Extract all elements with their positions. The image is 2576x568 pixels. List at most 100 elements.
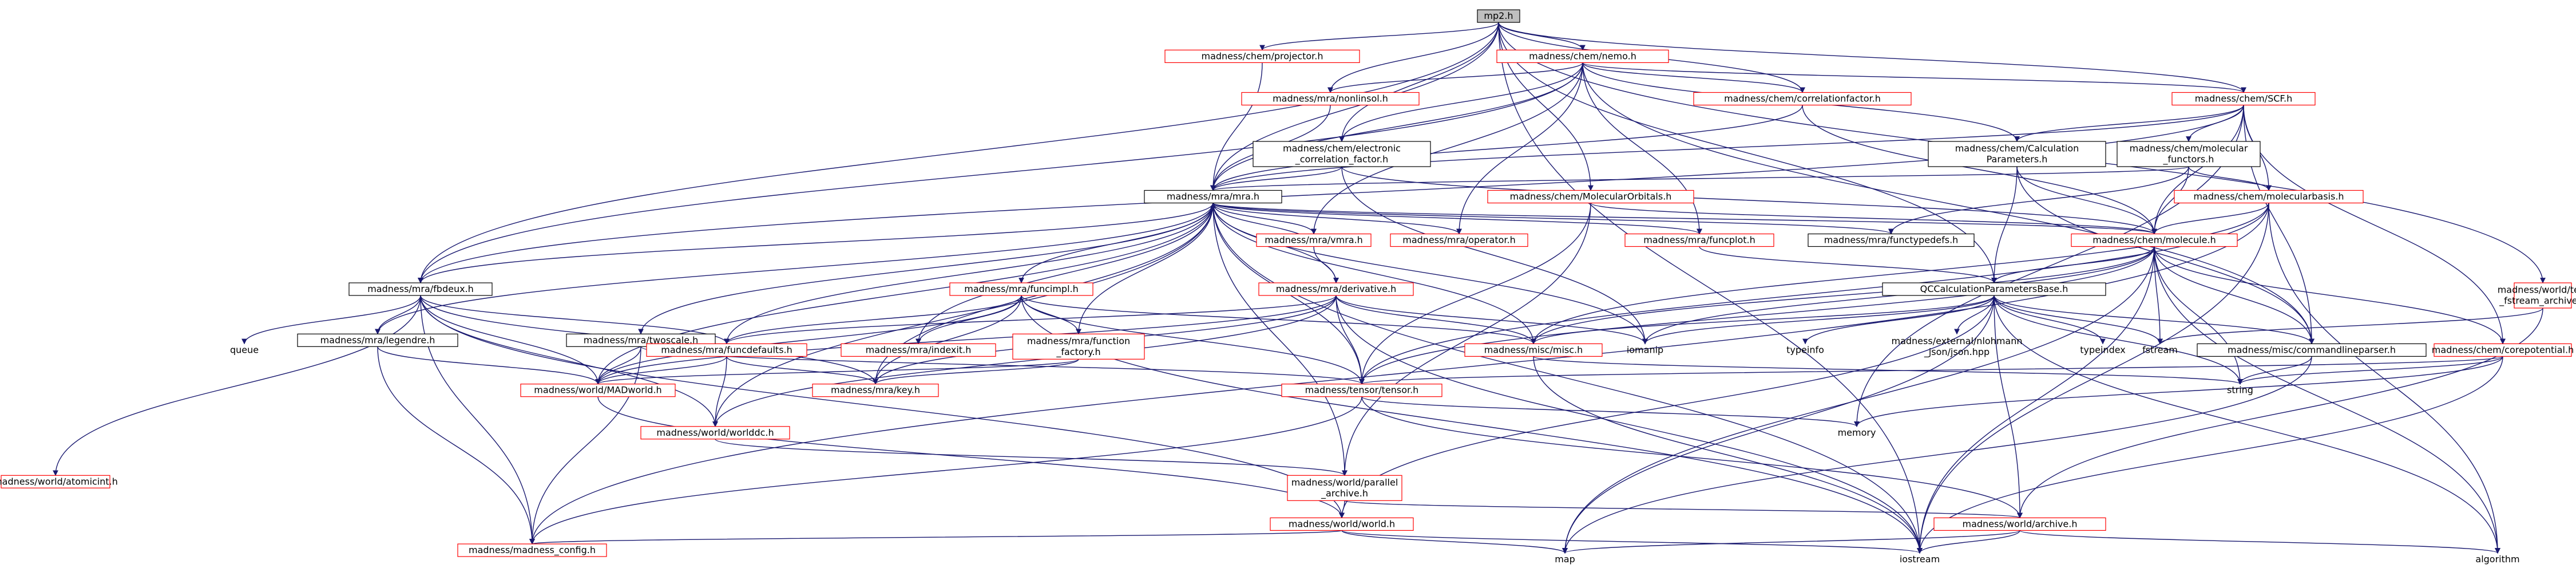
edge-corepot-to-iostream: [1917, 356, 2503, 554]
edge-mra-to-parallel: [1212, 203, 1348, 476]
node-label-config: madness/madness_config.h: [469, 545, 596, 556]
edge-root-to-fbdeux: [418, 22, 1499, 283]
edge-misc-to-iostream: [1533, 356, 1923, 554]
node-madworld[interactable]: madness/world/MADworld.h: [520, 384, 676, 397]
node-molecule[interactable]: madness/chem/molecule.h: [2071, 233, 2238, 247]
edge-qccalc-to-iomanip: [1642, 295, 1995, 345]
node-archive[interactable]: madness/world/archive.h: [1933, 517, 2106, 531]
node-box-molorb: [1487, 190, 1694, 204]
node-box-corrfac: [1693, 92, 1912, 106]
node-elcorr[interactable]: madness/chem/electronic_correlation_fact…: [1253, 141, 1431, 167]
edge-molorb-to-parallel: [1342, 203, 1591, 476]
edge-archive-to-algorithm: [2019, 530, 2500, 554]
edge-qccalc-to-typeinfo: [1802, 295, 1995, 345]
node-legendre[interactable]: madness/mra/legendre.h: [297, 333, 458, 347]
edge-qccalc-to-world: [1339, 295, 1995, 519]
node-qccalc[interactable]: QCCalculationParametersBase.h: [1882, 282, 2106, 296]
node-molfunc[interactable]: madness/chem/molecular_functors.h: [2117, 141, 2261, 167]
node-key[interactable]: madness/mra/key.h: [812, 384, 939, 397]
edge-scf-to-fbdeux: [418, 105, 2244, 283]
node-nemo[interactable]: madness/chem/nemo.h: [1496, 49, 1669, 64]
node-label-textfstream-line1: madness/world/text: [2498, 285, 2576, 295]
node-label-elcorr-line1: madness/chem/electronic: [1283, 143, 1401, 154]
node-label-indexit: madness/mra/indexit.h: [866, 344, 972, 355]
edge-funcdefaults-to-madworld: [595, 356, 727, 385]
node-projector[interactable]: madness/chem/projector.h: [1164, 49, 1360, 64]
node-box-mra: [1144, 190, 1282, 204]
node-calcparam[interactable]: madness/chem/CalculationParameters.h: [1928, 141, 2106, 167]
edge-molfunc-to-mra: [1210, 166, 2189, 191]
node-worlddc[interactable]: madness/world/worlddc.h: [640, 426, 790, 440]
node-iomanip: iomanip: [1627, 344, 1663, 355]
node-indexit[interactable]: madness/mra/indexit.h: [841, 343, 996, 357]
node-molorb[interactable]: madness/chem/MolecularOrbitals.h: [1487, 190, 1694, 204]
node-operator[interactable]: madness/mra/operator.h: [1390, 233, 1528, 247]
node-box-nemo: [1496, 49, 1669, 64]
node-fbdeux[interactable]: madness/mra/fbdeux.h: [348, 282, 493, 296]
node-world[interactable]: madness/world/world.h: [1270, 517, 1414, 531]
node-mra[interactable]: madness/mra/mra.h: [1144, 190, 1282, 204]
node-box-vmra: [1256, 233, 1372, 247]
node-box-fbdeux: [348, 282, 493, 296]
node-box-cmdline: [2197, 343, 2427, 357]
node-atomicint[interactable]: madness/world/atomicint.h: [0, 475, 118, 488]
node-box-funcdefaults: [646, 343, 807, 357]
node-label-nemo: madness/chem/nemo.h: [1529, 50, 1636, 61]
edge-tensor-to-archive: [1361, 396, 2023, 519]
node-fstream: fstream: [2142, 344, 2178, 355]
node-funcplot[interactable]: madness/mra/funcplot.h: [1624, 233, 1774, 247]
node-label-funcdefaults: madness/mra/funcdefaults.h: [661, 344, 792, 355]
edge-textfstream-to-fstream: [2157, 307, 2543, 345]
node-tensor[interactable]: madness/tensor/tensor.h: [1281, 384, 1442, 397]
node-parallel[interactable]: madness/world/parallel_archive.h: [1287, 475, 1402, 501]
node-corrfac[interactable]: madness/chem/correlationfactor.h: [1693, 92, 1912, 106]
node-config[interactable]: madness/madness_config.h: [457, 543, 607, 557]
edge-funcimpl-to-iostream: [1021, 295, 1923, 554]
edge-qccalc-to-typeindex: [1994, 295, 2106, 345]
edge-cmdline-to-map: [1562, 356, 2312, 554]
edge-qccalc-to-cmdline: [1994, 295, 2315, 345]
node-functypedefs[interactable]: madness/mra/functypedefs.h: [1808, 233, 1975, 247]
node-funcdefaults[interactable]: madness/mra/funcdefaults.h: [646, 343, 807, 357]
node-label-madworld: madness/world/MADworld.h: [534, 385, 661, 396]
edge-molecule-to-cmdline: [2154, 246, 2315, 345]
node-box-atomicint: [1, 475, 110, 488]
edge-nemo-to-funcplot: [1582, 62, 1702, 235]
edge-mra-to-iomanip: [1212, 203, 1648, 345]
edge-nemo-to-nonlinsol: [1327, 62, 1583, 93]
edge-fbdeux-to-config: [420, 295, 535, 545]
edge-nemo-to-corrfac: [1582, 62, 1805, 93]
node-label-funcimpl: madness/mra/funcimpl.h: [964, 283, 1079, 294]
edge-funcimpl-to-tensor: [1021, 295, 1365, 385]
node-textfstream[interactable]: madness/world/text_fstream_archive.h: [2498, 282, 2576, 309]
edge-corepot-to-memory: [1854, 356, 2503, 427]
node-box-elcorr: [1253, 141, 1431, 167]
node-vmra[interactable]: madness/mra/vmra.h: [1256, 233, 1372, 247]
node-label-functypedefs: madness/mra/functypedefs.h: [1824, 235, 1959, 246]
edge-qccalc-to-algorithm: [1994, 295, 2500, 554]
node-twoscale[interactable]: madness/mra/twoscale.h: [566, 333, 716, 347]
edge-mra-to-operator: [1212, 203, 1462, 235]
edge-scf-to-calcparam: [2014, 105, 2244, 142]
node-molbasis[interactable]: madness/chem/molecularbasis.h: [2174, 190, 2364, 204]
node-typeinfo: typeinfo: [1786, 344, 1824, 355]
node-misc[interactable]: madness/misc/misc.h: [1464, 343, 1603, 357]
node-label-projector: madness/chem/projector.h: [1201, 50, 1323, 61]
edge-misc-to-string: [1533, 356, 2243, 385]
node-corepot[interactable]: madness/chem/corepotential.h: [2432, 343, 2574, 357]
node-root[interactable]: mp2.h: [1477, 9, 1520, 23]
node-box-molfunc: [2117, 141, 2261, 167]
node-iostream: iostream: [1900, 554, 1940, 565]
node-funcimpl[interactable]: madness/mra/funcimpl.h: [949, 282, 1093, 296]
node-scf[interactable]: madness/chem/SCF.h: [2171, 92, 2316, 106]
node-label-parallel-line1: madness/world/parallel: [1291, 477, 1398, 488]
node-derivative[interactable]: madness/mra/derivative.h: [1258, 282, 1414, 296]
edge-nemo-to-cmdline: [1582, 62, 2315, 345]
node-label-cmdline: madness/misc/commandlineparser.h: [2228, 344, 2396, 355]
node-box-indexit: [841, 343, 996, 357]
edge-root-to-iostream: [1498, 22, 1923, 554]
node-nonlinsol[interactable]: madness/mra/nonlinsol.h: [1241, 92, 1420, 106]
node-box-funcimpl: [949, 282, 1093, 296]
node-funcfactory[interactable]: madness/mra/function_factory.h: [1012, 333, 1145, 360]
node-cmdline[interactable]: madness/misc/commandlineparser.h: [2197, 343, 2427, 357]
